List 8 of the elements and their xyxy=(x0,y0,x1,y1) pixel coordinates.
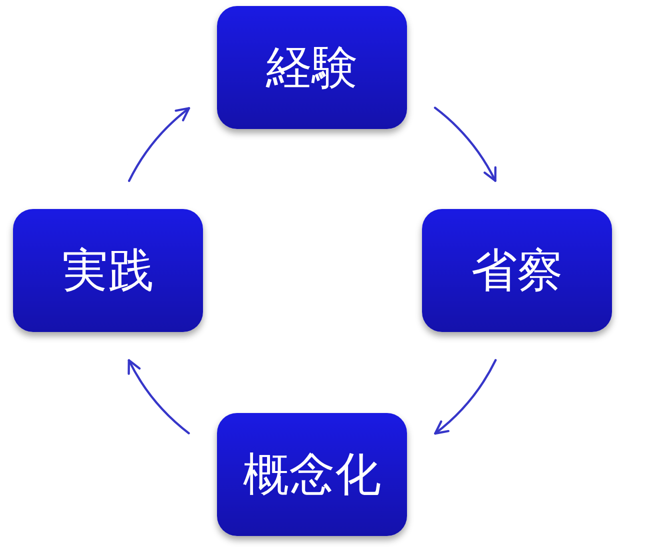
curved-arrow xyxy=(434,106,496,182)
process-box: 経験 xyxy=(217,6,407,129)
process-box: 省察 xyxy=(422,209,612,332)
curved-arrow xyxy=(128,359,190,434)
process-box: 実践 xyxy=(13,209,203,332)
curved-arrow xyxy=(128,107,190,182)
process-box: 概念化 xyxy=(217,413,407,536)
curved-arrow xyxy=(434,359,497,435)
